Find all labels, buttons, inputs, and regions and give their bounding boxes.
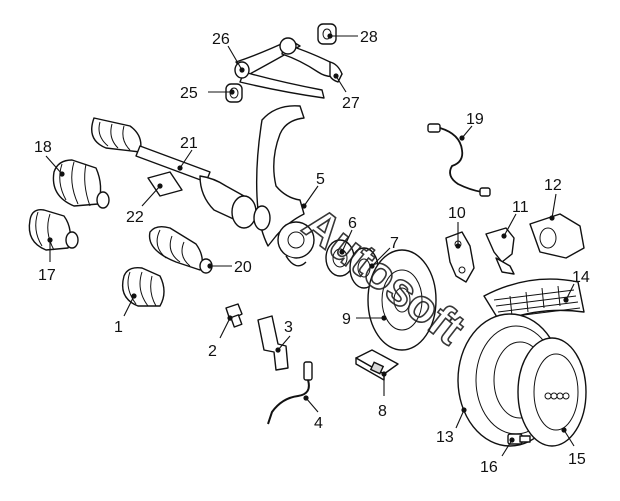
callout-5: 5 <box>316 171 325 188</box>
part-upper-control-arm-27 <box>279 37 343 83</box>
callout-18: 18 <box>34 139 52 156</box>
part-brake-pads-8 <box>355 349 399 381</box>
part-upper-control-arm-26 <box>234 39 325 99</box>
callout-14: 14 <box>572 269 590 286</box>
callout-20: 20 <box>234 259 252 276</box>
callout-6: 6 <box>348 215 357 232</box>
callout-3: 3 <box>284 319 293 336</box>
callout-13: 13 <box>436 429 454 446</box>
part-drive-shaft-21 <box>91 117 271 231</box>
callout-10: 10 <box>448 205 466 222</box>
part-bushing-28 <box>317 23 337 45</box>
callout-17: 17 <box>38 267 56 284</box>
part-boot-20 <box>148 225 213 274</box>
callout-1: 1 <box>114 319 123 336</box>
part-sensor-cable-4 <box>267 361 313 425</box>
part-clip-22 <box>147 171 183 197</box>
callout-15: 15 <box>568 451 586 468</box>
part-boot-18 <box>52 159 110 209</box>
callout-21: 21 <box>180 135 198 152</box>
part-caliper-carrier-10 <box>445 231 475 283</box>
callout-26: 26 <box>212 31 230 48</box>
callout-16: 16 <box>480 459 498 476</box>
part-bracket-3 <box>257 315 289 371</box>
callout-19: 19 <box>466 111 484 128</box>
callout-4: 4 <box>314 415 323 432</box>
part-wear-sensor-19 <box>427 123 491 197</box>
part-hub-cap-15 <box>517 337 587 447</box>
part-boot-17 <box>28 209 79 251</box>
callout-8: 8 <box>378 403 387 420</box>
callout-27: 27 <box>342 95 360 112</box>
part-caliper-bracket-11 <box>485 227 515 275</box>
part-bolt-2 <box>225 303 243 328</box>
part-wheel-bearing-6 <box>325 239 355 277</box>
callout-7: 7 <box>390 235 399 252</box>
callout-11: 11 <box>512 199 529 216</box>
callout-25: 25 <box>180 85 198 102</box>
callout-22: 22 <box>126 209 144 226</box>
callout-9: 9 <box>342 311 351 328</box>
part-brake-disc-9 <box>367 249 437 351</box>
part-boot-1 <box>121 266 165 307</box>
callout-12: 12 <box>544 177 562 194</box>
callout-2: 2 <box>208 343 217 360</box>
callout-28: 28 <box>360 29 378 46</box>
part-caliper-12 <box>529 213 585 259</box>
